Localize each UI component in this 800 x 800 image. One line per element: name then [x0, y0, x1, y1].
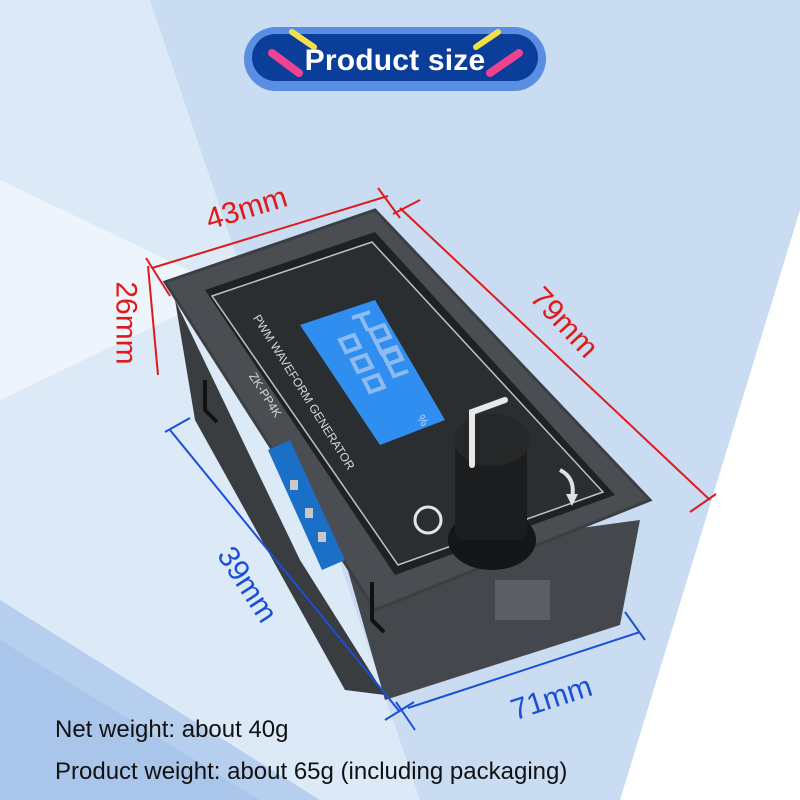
badge-accent-strokes: [268, 29, 523, 77]
dimension-height-26mm: 26mm: [109, 281, 143, 365]
badge-title: Product size: [304, 44, 486, 77]
net-weight-text: Net weight: about 40g: [55, 716, 289, 743]
product-weight-text: Product weight: about 65g (including pac…: [55, 758, 568, 785]
